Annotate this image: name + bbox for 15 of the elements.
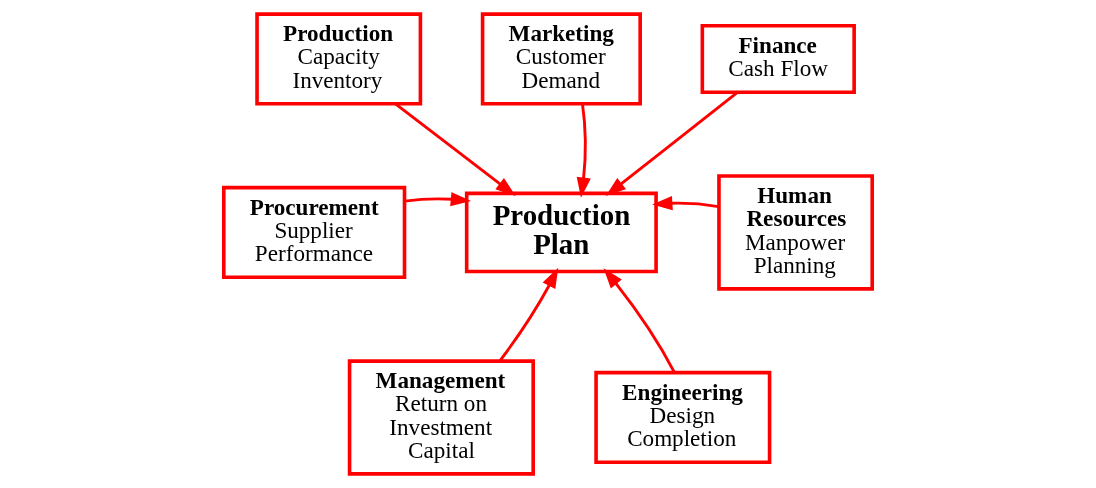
arrow <box>603 268 676 374</box>
node-box: Engineering Design Completion <box>594 370 772 465</box>
node-box: Finance Cash Flow <box>700 23 856 94</box>
node-box: Procurement Supplier Performance <box>221 185 407 280</box>
arrow <box>394 102 516 197</box>
node-box: Production Capacity Inventory <box>255 12 423 106</box>
node-box: Marketing Customer Demand <box>480 12 642 106</box>
node-box: Human Resources Manpower Planning <box>717 174 875 291</box>
node-box: Production Plan <box>464 191 658 274</box>
arrow <box>404 192 471 207</box>
arrow <box>498 267 559 362</box>
node-box: Management Return on Investment Capital <box>347 359 535 476</box>
arrow <box>605 91 739 197</box>
arrow <box>576 103 591 198</box>
arrow <box>652 196 719 211</box>
